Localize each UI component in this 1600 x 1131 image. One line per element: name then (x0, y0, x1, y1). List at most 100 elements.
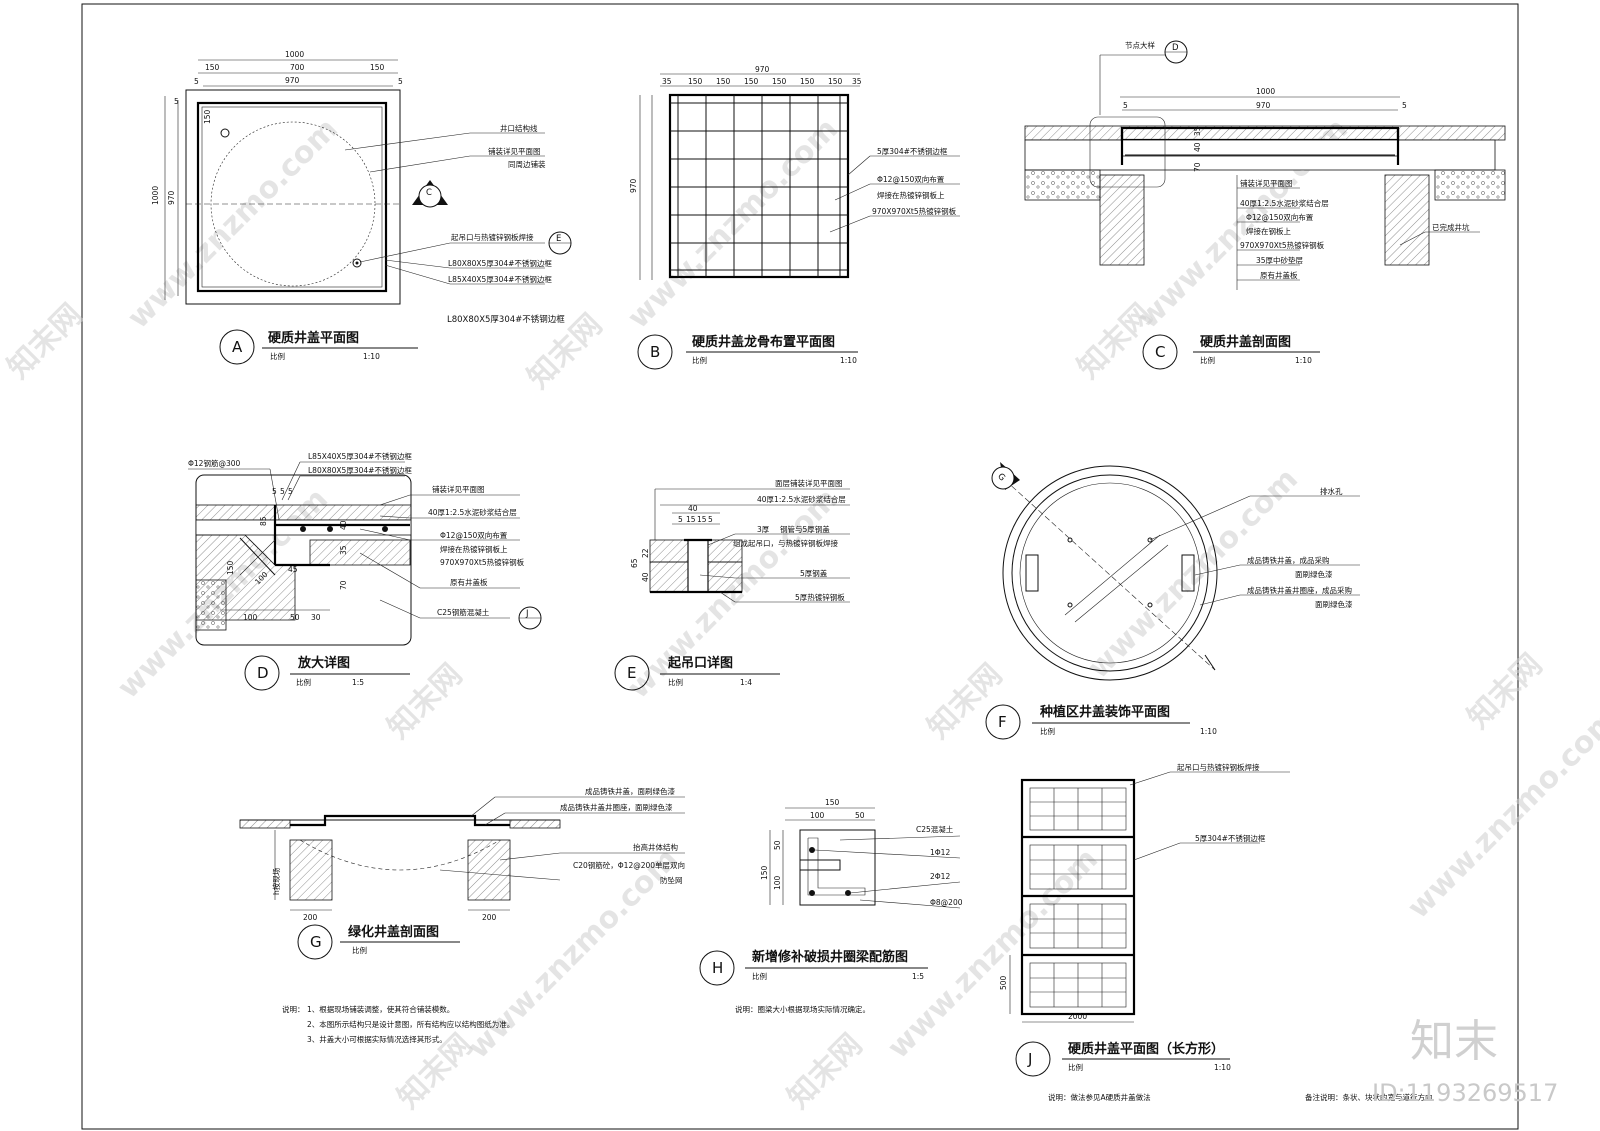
detail-mark: J (525, 609, 529, 619)
dim-label: 970 (755, 65, 770, 74)
bottom-note: L80X80X5厚304#不锈钢边框 (447, 314, 565, 325)
note-item: 2、本图所示结构只是设计意图，所有结构应以结构图纸为准。 (307, 1019, 514, 1029)
note-text: L80X80X5厚304#不锈钢边框 (308, 465, 412, 475)
watermark-brand: 知末网 (1461, 647, 1549, 735)
detail-tag: B (650, 343, 660, 361)
detail-title: 种植区井盖装饰平面图 (1039, 704, 1170, 720)
note-text: 防坠网 (660, 875, 683, 885)
detail-title: 绿化井盖剖面图 (348, 924, 439, 940)
scale-label: 比例 (1068, 1062, 1083, 1072)
dim-label: 1000 (285, 50, 304, 59)
dim-label: 30 (311, 613, 321, 622)
dim-label: 970 (1256, 101, 1271, 110)
dim-label: 40 (1193, 142, 1202, 152)
dim-label: 22 (641, 548, 650, 558)
panel-grid (1029, 787, 1127, 1008)
general-notes: 说明： 1、根据现场铺装调整，使其符合铺装模数。 2、本图所示结构只是设计意图，… (282, 1004, 514, 1044)
dim-label: 5 (678, 515, 683, 524)
note-text: 焊接在热镀锌钢板上 (877, 190, 945, 200)
note-text: 5厚304#不锈钢边框 (877, 146, 948, 156)
detail-h: 150 100 50 150 50 100 C25混凝土 1Φ12 2Φ12 Φ… (699, 798, 963, 1014)
dim-label: 100 (243, 613, 258, 622)
watermark-text: www.znzmo.com (1401, 702, 1600, 926)
dim-label: 70 (1193, 162, 1202, 172)
scale-label: 比例 (270, 351, 285, 361)
detail-tag: J (1027, 1050, 1032, 1068)
detail-title: 硬质井盖剖面图 (1200, 334, 1291, 350)
note-text: 35厚中砂垫层 (1256, 255, 1304, 265)
note-text: 40厚1:2.5水泥砂浆结合层 (428, 507, 517, 517)
dim-label: 5 (272, 487, 277, 496)
dim-label: 100 (773, 875, 782, 890)
note-text: Φ12@150双向布置 (877, 174, 945, 184)
note-text: 原有井盖板 (1260, 270, 1298, 280)
dim-label: 70 (339, 580, 348, 590)
dim-label: 700 (290, 63, 305, 72)
detail-title: 硬质井盖平面图（长方形） (1068, 1041, 1224, 1057)
detail-title: 放大详图 (297, 655, 350, 671)
dim-label: 5 (708, 515, 713, 524)
detail-tag: D (257, 664, 269, 682)
note-text: 成品铸铁井盖，面刷绿色漆 (585, 786, 675, 796)
dim-label: 150 (772, 77, 787, 86)
note-text: 970X970Xt5热镀锌钢板 (440, 557, 525, 567)
dim-label: 500 (999, 975, 1008, 990)
note-text: C20钢筋砼，Φ12@200单层双向 (573, 860, 685, 870)
dim-label: 970 (167, 190, 176, 205)
watermark-text: www.znzmo.com (881, 842, 1105, 1066)
note-text: 焊接在钢板上 (1246, 226, 1291, 236)
watermark-brand: 知末网 (1, 297, 89, 385)
note-text: 排水孔 (1320, 486, 1343, 496)
dim-label: 50 (773, 840, 782, 850)
remark-text: 备注说明：条状、块状的宽与道行方向 (1305, 1092, 1433, 1102)
dim-label: 35 (852, 77, 862, 86)
dim-label: 40 (688, 504, 698, 513)
dim-label: 50 (290, 613, 300, 622)
scale-value: 1:10 (1214, 1063, 1231, 1072)
note-text: 面刷绿色漆 (1315, 599, 1353, 609)
detail-mark: G (995, 472, 1007, 484)
dim-label: 5 (280, 487, 285, 496)
note-text: 成品铸铁井盖井圈座，面刷绿色漆 (560, 802, 673, 812)
detail-title: 新增修补破损井圈梁配筋图 (752, 949, 908, 965)
detail-tag: G (310, 933, 322, 951)
watermark-brand: 知末网 (781, 1027, 869, 1115)
scale-value: 1:10 (840, 356, 857, 365)
note-item: 1、根据现场铺装调整，使其符合铺装模数。 (307, 1004, 454, 1014)
dim-label: 40 (641, 572, 650, 582)
scale-label: 比例 (1040, 726, 1055, 736)
dim-label: 150 (203, 109, 212, 124)
note-text: 铺装详见平面图 (488, 146, 541, 156)
watermark-brand: 知末网 (921, 657, 1009, 745)
node-label: 节点大样 (1125, 40, 1155, 50)
detail-title: 起吊口详图 (667, 655, 733, 671)
notes-head: 说明： (282, 1004, 305, 1014)
note-text: 成品铸铁井盖井圈座，成品采购 (1247, 585, 1352, 595)
dim-label: 150 (800, 77, 815, 86)
node-mark: D (1172, 43, 1179, 53)
detail-d: Φ12钢筋@300 L85X40X5厚304#不锈钢边框 L80X80X5厚30… (188, 451, 542, 691)
note-text: 成品铸铁井盖，成品采购 (1247, 555, 1330, 565)
note-text: 970X970Xt5热镀锌钢板 (872, 206, 957, 216)
note-text: L85X40X5厚304#不锈钢边框 (448, 274, 552, 284)
detail-tag: C (1155, 343, 1165, 361)
brand-logo: 知末 (1410, 1016, 1498, 1067)
detail-c: 节点大样 D 1000 970 5 5 35 40 70 铺装详见平面图 40厚 (1024, 40, 1506, 370)
note-text: 同周边铺装 (508, 159, 546, 169)
scale-value: 1:4 (740, 678, 752, 687)
watermark-brand: 知末网 (381, 657, 469, 745)
dim-label: 150 (716, 77, 731, 86)
dim-label: 85 (259, 516, 268, 526)
note-text: 面层铺装详见平面图 (775, 478, 843, 488)
note-text: C25钢筋混凝土 (437, 607, 490, 617)
rebar-grid (670, 95, 848, 277)
side-label: h按现场 (271, 867, 281, 895)
note-text: 起吊口与热镀锌钢板焊接 (1177, 762, 1260, 772)
note-text: 5厚钢盖 (800, 568, 828, 578)
note-text: 3厚 (757, 525, 770, 534)
scale-label: 比例 (296, 677, 311, 687)
dim-label: 45 (288, 565, 298, 574)
dim-label: 1000 (151, 186, 160, 205)
note-text: 井口结构线 (500, 123, 538, 133)
